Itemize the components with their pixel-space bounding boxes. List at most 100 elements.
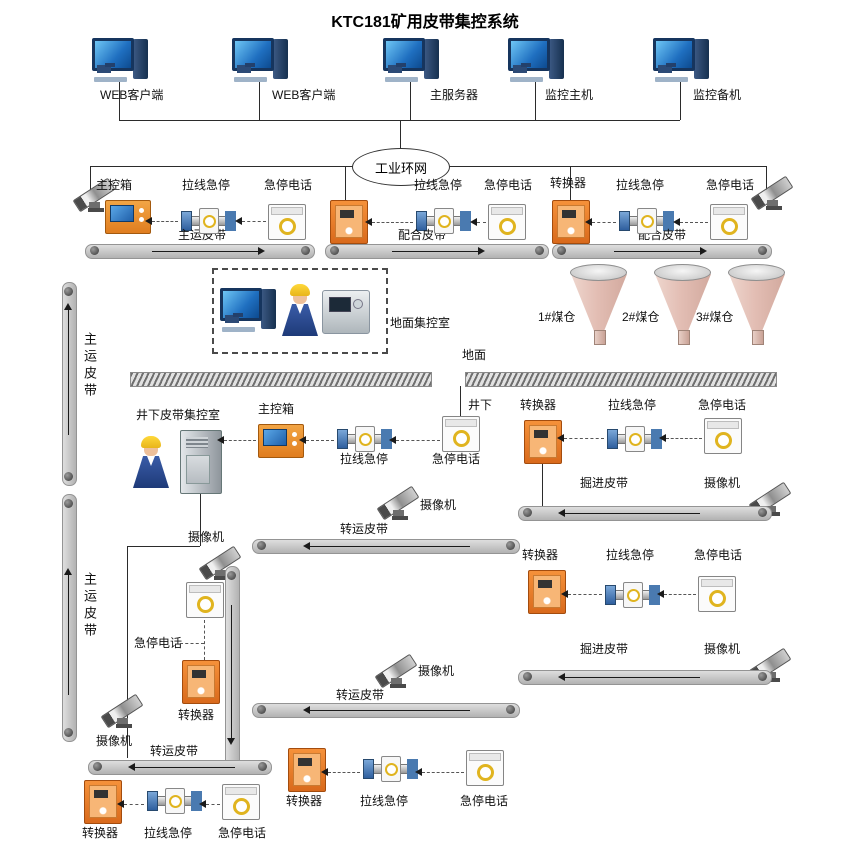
phone-device — [442, 416, 480, 452]
underground-control-room-label: 井下皮带集控室 — [136, 408, 221, 422]
dashed-link — [564, 438, 604, 439]
belt-direction-line — [614, 251, 700, 252]
computer-icon — [92, 38, 148, 84]
belt-direction-line — [310, 546, 470, 547]
converter-device — [528, 570, 566, 614]
pull-stop-device — [362, 754, 418, 782]
pull-stop-label: 拉线急停 — [144, 826, 193, 840]
coal-bunker-label: 3#煤仓 — [696, 310, 734, 324]
connector-line — [400, 120, 401, 149]
pull-stop-hub — [381, 756, 401, 782]
arrow-left-icon — [303, 706, 310, 714]
belt-direction-line — [565, 513, 700, 514]
dashed-link — [666, 438, 702, 439]
diagram-title: KTC181矿用皮带集控系统 — [331, 14, 519, 31]
belt-transfer-label: 转运皮带 — [150, 744, 199, 758]
belt-direction-line — [310, 710, 470, 711]
dashed-link — [372, 222, 413, 223]
dashed-link — [306, 440, 334, 441]
converter-label: 转换器 — [522, 548, 559, 562]
belt-direction-line — [565, 677, 700, 678]
pull-stop-device — [606, 424, 662, 452]
camera-icon — [98, 694, 146, 728]
belt-transfer-label: 转运皮带 — [336, 688, 385, 702]
connector-line — [127, 546, 200, 547]
belt-heading-label: 掘进皮带 — [580, 642, 629, 656]
conveyor-belt-vertical — [62, 494, 77, 742]
pull-stop-label: 拉线急停 — [182, 178, 231, 192]
arrow-left-icon — [657, 590, 664, 598]
converter-label: 转换器 — [82, 826, 119, 840]
phone-device — [268, 204, 306, 240]
computer-label: 主服务器 — [430, 88, 479, 102]
dashed-link — [396, 440, 440, 441]
converter-label: 转换器 — [520, 398, 557, 412]
arrow-left-icon — [199, 800, 206, 808]
connector-line — [410, 82, 411, 120]
monitor-icon — [220, 288, 262, 321]
arrow-left-icon — [117, 800, 124, 808]
arrow-left-icon — [365, 218, 372, 226]
connector-line — [460, 386, 461, 418]
arrow-left-icon — [217, 436, 224, 444]
belt-direction-line — [68, 310, 69, 435]
dashed-link — [477, 222, 486, 223]
arrow-left-icon — [389, 436, 396, 444]
ground-hatch — [465, 372, 777, 387]
main-box-label: 主控箱 — [258, 402, 295, 416]
main-box-label: 主控箱 — [96, 178, 133, 192]
worker-torso — [133, 456, 169, 488]
coal-bunker — [728, 264, 786, 346]
pull-stop-hub — [625, 426, 645, 452]
arrow-left-icon — [659, 434, 666, 442]
arrow-left-icon — [585, 218, 592, 226]
computer-icon — [220, 288, 276, 334]
camera-label: 摄像机 — [704, 642, 741, 656]
arrow-left-icon — [303, 542, 310, 550]
camera-label: 摄像机 — [704, 476, 741, 490]
pull-stop-device — [336, 424, 392, 452]
belt-direction-line — [135, 767, 235, 768]
connector-line — [119, 82, 120, 120]
main-control-box-device — [258, 424, 304, 458]
dashed-link — [152, 221, 178, 222]
pull-stop-label: 拉线急停 — [414, 178, 463, 192]
converter-device — [84, 780, 122, 824]
connector-line — [570, 166, 571, 202]
dashed-link — [224, 440, 256, 441]
dashed-link — [242, 221, 266, 222]
arrow-right-icon — [700, 247, 707, 255]
connector-line — [200, 492, 201, 546]
dashed-link — [124, 804, 144, 805]
belt-heading-label: 掘进皮带 — [580, 476, 629, 490]
monitor-icon — [383, 38, 425, 71]
phone-device — [698, 576, 736, 612]
network-ellipse: 工业环网 — [352, 148, 450, 186]
computer-icon — [232, 38, 288, 84]
worker-torso — [282, 304, 318, 336]
arrow-up-icon — [64, 568, 72, 575]
pull-stop-device — [415, 206, 471, 234]
arrow-left-icon — [557, 434, 564, 442]
worker-figure — [133, 436, 169, 488]
arrow-up-icon — [64, 303, 72, 310]
underground-label: 井下 — [468, 398, 493, 412]
camera-icon — [374, 486, 422, 520]
camera-label: 摄像机 — [418, 664, 455, 678]
phone-device — [222, 784, 260, 820]
arrow-left-icon — [558, 673, 565, 681]
arrow-left-icon — [128, 763, 135, 771]
coal-bunker-label: 2#煤仓 — [622, 310, 660, 324]
pull-stop-label: 拉线急停 — [616, 178, 665, 192]
stop-phone-label: 急停电话 — [264, 178, 313, 192]
console-machine — [322, 290, 370, 334]
ground-hatch — [130, 372, 432, 387]
pull-stop-hub — [637, 208, 657, 234]
converter-label: 转换器 — [550, 176, 587, 190]
stop-phone-label: 急停电话 — [432, 452, 481, 466]
arrow-left-icon — [561, 590, 568, 598]
connector-line — [542, 462, 543, 506]
belt-main-label: 主运皮带 — [82, 332, 97, 400]
coal-bunker — [654, 264, 712, 346]
dashed-link — [204, 620, 205, 660]
